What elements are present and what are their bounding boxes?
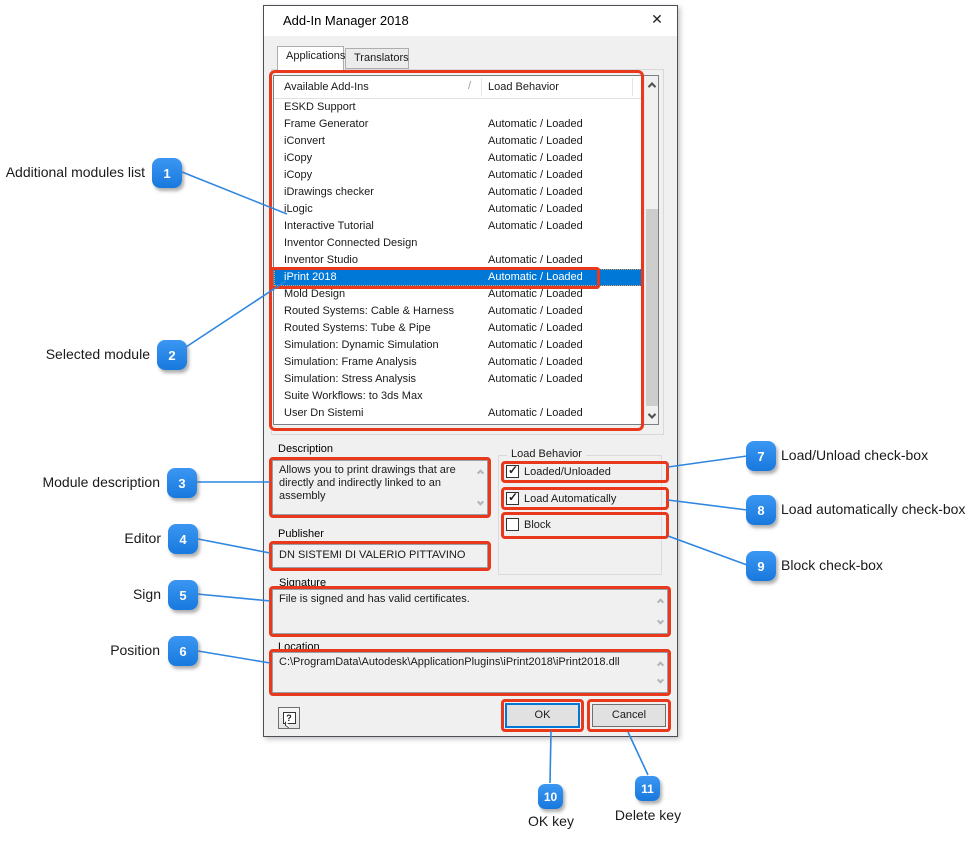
callout-label: Module description [42,474,160,490]
addins-list: Available Add-Ins / Load Behavior ESKD S… [273,75,659,425]
close-icon[interactable]: ✕ [651,11,663,27]
help-icon: ? [282,712,296,729]
list-scrollbar[interactable] [644,76,658,424]
checkbox-load-automatically[interactable]: ✓ Load Automatically [506,490,617,505]
help-button[interactable]: ? [278,707,300,729]
callout-badge: 8 [746,495,776,525]
column-header-available-addins[interactable]: Available Add-Ins [284,81,369,93]
load-behavior-group: Load Behavior [498,448,662,575]
scroll-up-icon[interactable] [476,465,485,478]
callout-badge: 2 [157,340,187,370]
callout-label: Sign [132,586,161,602]
description-label: Description [278,443,334,455]
tab-applications[interactable]: Applications [277,46,345,70]
checkbox-loaded-unloaded[interactable]: ✓ Loaded/Unloaded [506,463,611,478]
signature-label: Signature [279,577,327,589]
column-header-load-behavior[interactable]: Load Behavior [488,81,559,93]
callout-badge: 10 [538,784,563,809]
callout-label: Block check-box [781,557,883,573]
callout-badge: 9 [746,551,776,581]
callout-badge: 5 [168,580,198,610]
callout-badge: 11 [635,776,660,801]
list-item[interactable]: Suite Workflows: to 3ds Max [284,390,423,402]
list-header: Available Add-Ins / Load Behavior [274,76,644,99]
checkbox-checked-icon[interactable]: ✓ [506,490,519,505]
publisher-field[interactable]: DN SISTEMI DI VALERIO PITTAVINO [272,544,488,568]
sort-ascending-icon: / [468,80,472,92]
callout-badge: 4 [168,524,198,554]
column-divider[interactable] [481,78,482,96]
addin-manager-dialog: Add-In Manager 2018 ✕ Applications Trans… [263,5,678,737]
list-item[interactable]: Inventor Connected Design [284,237,418,249]
publisher-label: Publisher [278,528,324,540]
callout-label: Editor [124,530,161,546]
dialog-titlebar: Add-In Manager 2018 ✕ [264,6,677,36]
scroll-down-icon[interactable] [656,616,665,629]
callout-label: Load/Unload check-box [781,447,929,463]
callout-label: Load automatically check-box [781,501,966,517]
callout-badge: 7 [746,441,776,471]
list-item[interactable]: ESKD Support [284,101,356,113]
callout-badge: 1 [152,158,182,188]
checkbox-checked-icon[interactable]: ✓ [506,463,519,478]
checkbox-unchecked-icon[interactable] [506,518,519,531]
description-field[interactable]: Allows you to print drawings that are di… [272,460,488,515]
scroll-up-icon[interactable] [656,657,665,670]
callout-badge: 6 [168,636,198,666]
callout-badge: 3 [167,468,197,498]
scroll-up-icon[interactable] [645,76,659,93]
callout-label: OK key [528,813,574,829]
column-divider[interactable] [632,78,633,96]
scroll-down-icon[interactable] [476,497,485,510]
callout-label: Selected module [45,346,150,362]
scroll-up-icon[interactable] [656,594,665,607]
tab-translators[interactable]: Translators [345,48,409,69]
load-behavior-group-label: Load Behavior [507,448,586,460]
callout-label: Position [110,642,160,658]
callout-label: Delete key [614,807,682,823]
scroll-down-icon[interactable] [656,675,665,688]
dialog-title: Add-In Manager 2018 [283,13,409,28]
ok-button[interactable]: OK [505,703,580,728]
signature-field[interactable]: File is signed and has valid certificate… [272,589,668,634]
checkbox-block[interactable]: Block [506,518,551,531]
callout-label: Additional modules list [5,164,145,180]
scrollbar-thumb[interactable] [646,209,658,406]
location-field[interactable]: C:\ProgramData\Autodesk\ApplicationPlugi… [272,652,668,693]
scroll-down-icon[interactable] [645,407,659,424]
cancel-button[interactable]: Cancel [592,704,666,727]
